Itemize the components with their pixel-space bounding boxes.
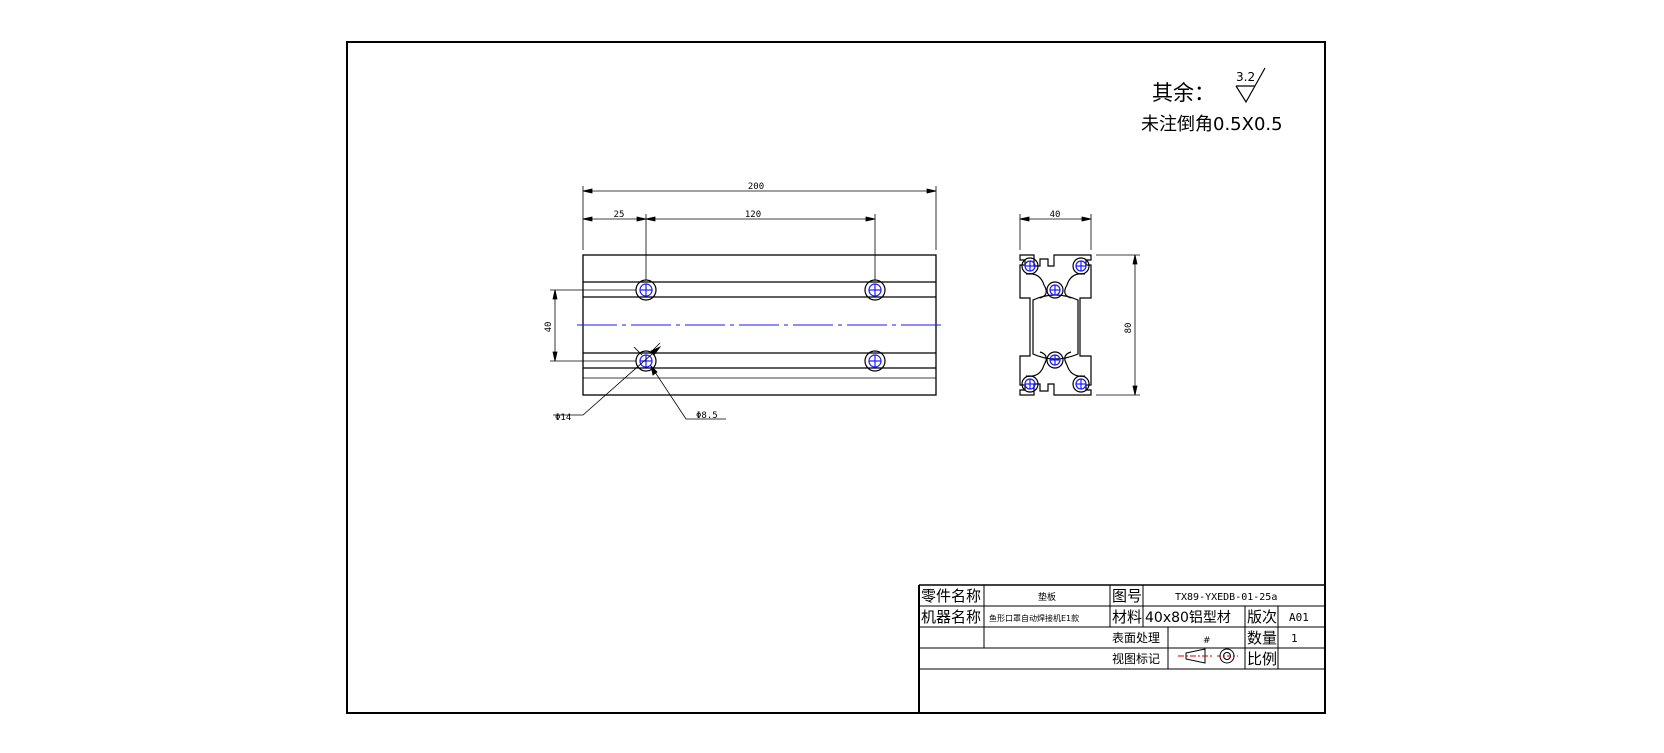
roughness-symbol-icon	[1235, 67, 1266, 104]
part-name-label: 零件名称	[921, 587, 981, 605]
front-view-dimensions	[550, 186, 937, 420]
roughness-prefix: 其余：	[1152, 81, 1215, 105]
dim-section-height: 80	[1124, 323, 1134, 334]
profile-outline	[1019, 254, 1092, 396]
projection-symbol-icon	[1178, 648, 1238, 664]
dim-hole-offset: 25	[614, 210, 625, 220]
chamfer-note: 未注倒角0.5X0.5	[1141, 114, 1283, 135]
view-symbol-label: 视图标记	[1112, 651, 1160, 666]
drawing-no-value: TX89-YXEDB-01-25a	[1175, 592, 1277, 603]
dim-hole-dia: Φ8.5	[696, 411, 718, 421]
quantity-label: 数量	[1247, 629, 1277, 647]
profile-web	[1064, 273, 1086, 299]
section-dimensions	[1019, 214, 1140, 396]
general-notes: 其余： 3.2 未注倒角0.5X0.5	[1141, 67, 1283, 135]
scale-label: 比例	[1247, 650, 1277, 668]
dim-section-width: 40	[1050, 210, 1061, 220]
surface-label: 表面处理	[1112, 631, 1160, 645]
machine-name-value: 鱼形口罩自动焊接机E1款	[989, 613, 1079, 623]
surface-value: #	[1203, 636, 1211, 646]
dim-hole-row-spacing: 40	[544, 322, 554, 333]
front-view	[577, 254, 944, 396]
section-view	[1019, 254, 1092, 396]
dim-counterbore-dia: Φ14	[555, 413, 571, 423]
revision-value: A01	[1289, 611, 1309, 624]
profile-cavity	[1032, 294, 1079, 360]
part-name-value: 垫板	[1038, 591, 1056, 603]
roughness-value: 3.2	[1236, 70, 1255, 84]
dim-length-overall: 200	[748, 182, 764, 192]
drawing-no-label: 图号	[1112, 587, 1142, 605]
drawing-border	[346, 41, 1326, 714]
profile-web	[1064, 351, 1086, 377]
counterbore-hole	[864, 350, 886, 372]
profile-web	[1025, 273, 1047, 299]
quantity-value: 1	[1291, 632, 1298, 645]
material-value: 40x80铝型材	[1145, 610, 1231, 626]
dim-hole-spacing: 120	[745, 210, 761, 220]
profile-web	[1025, 351, 1047, 377]
material-label: 材料	[1112, 608, 1142, 626]
title-block	[918, 584, 1325, 713]
revision-label: 版次	[1247, 608, 1277, 626]
machine-name-label: 机器名称	[921, 608, 981, 626]
counterbore-hole	[635, 350, 657, 372]
